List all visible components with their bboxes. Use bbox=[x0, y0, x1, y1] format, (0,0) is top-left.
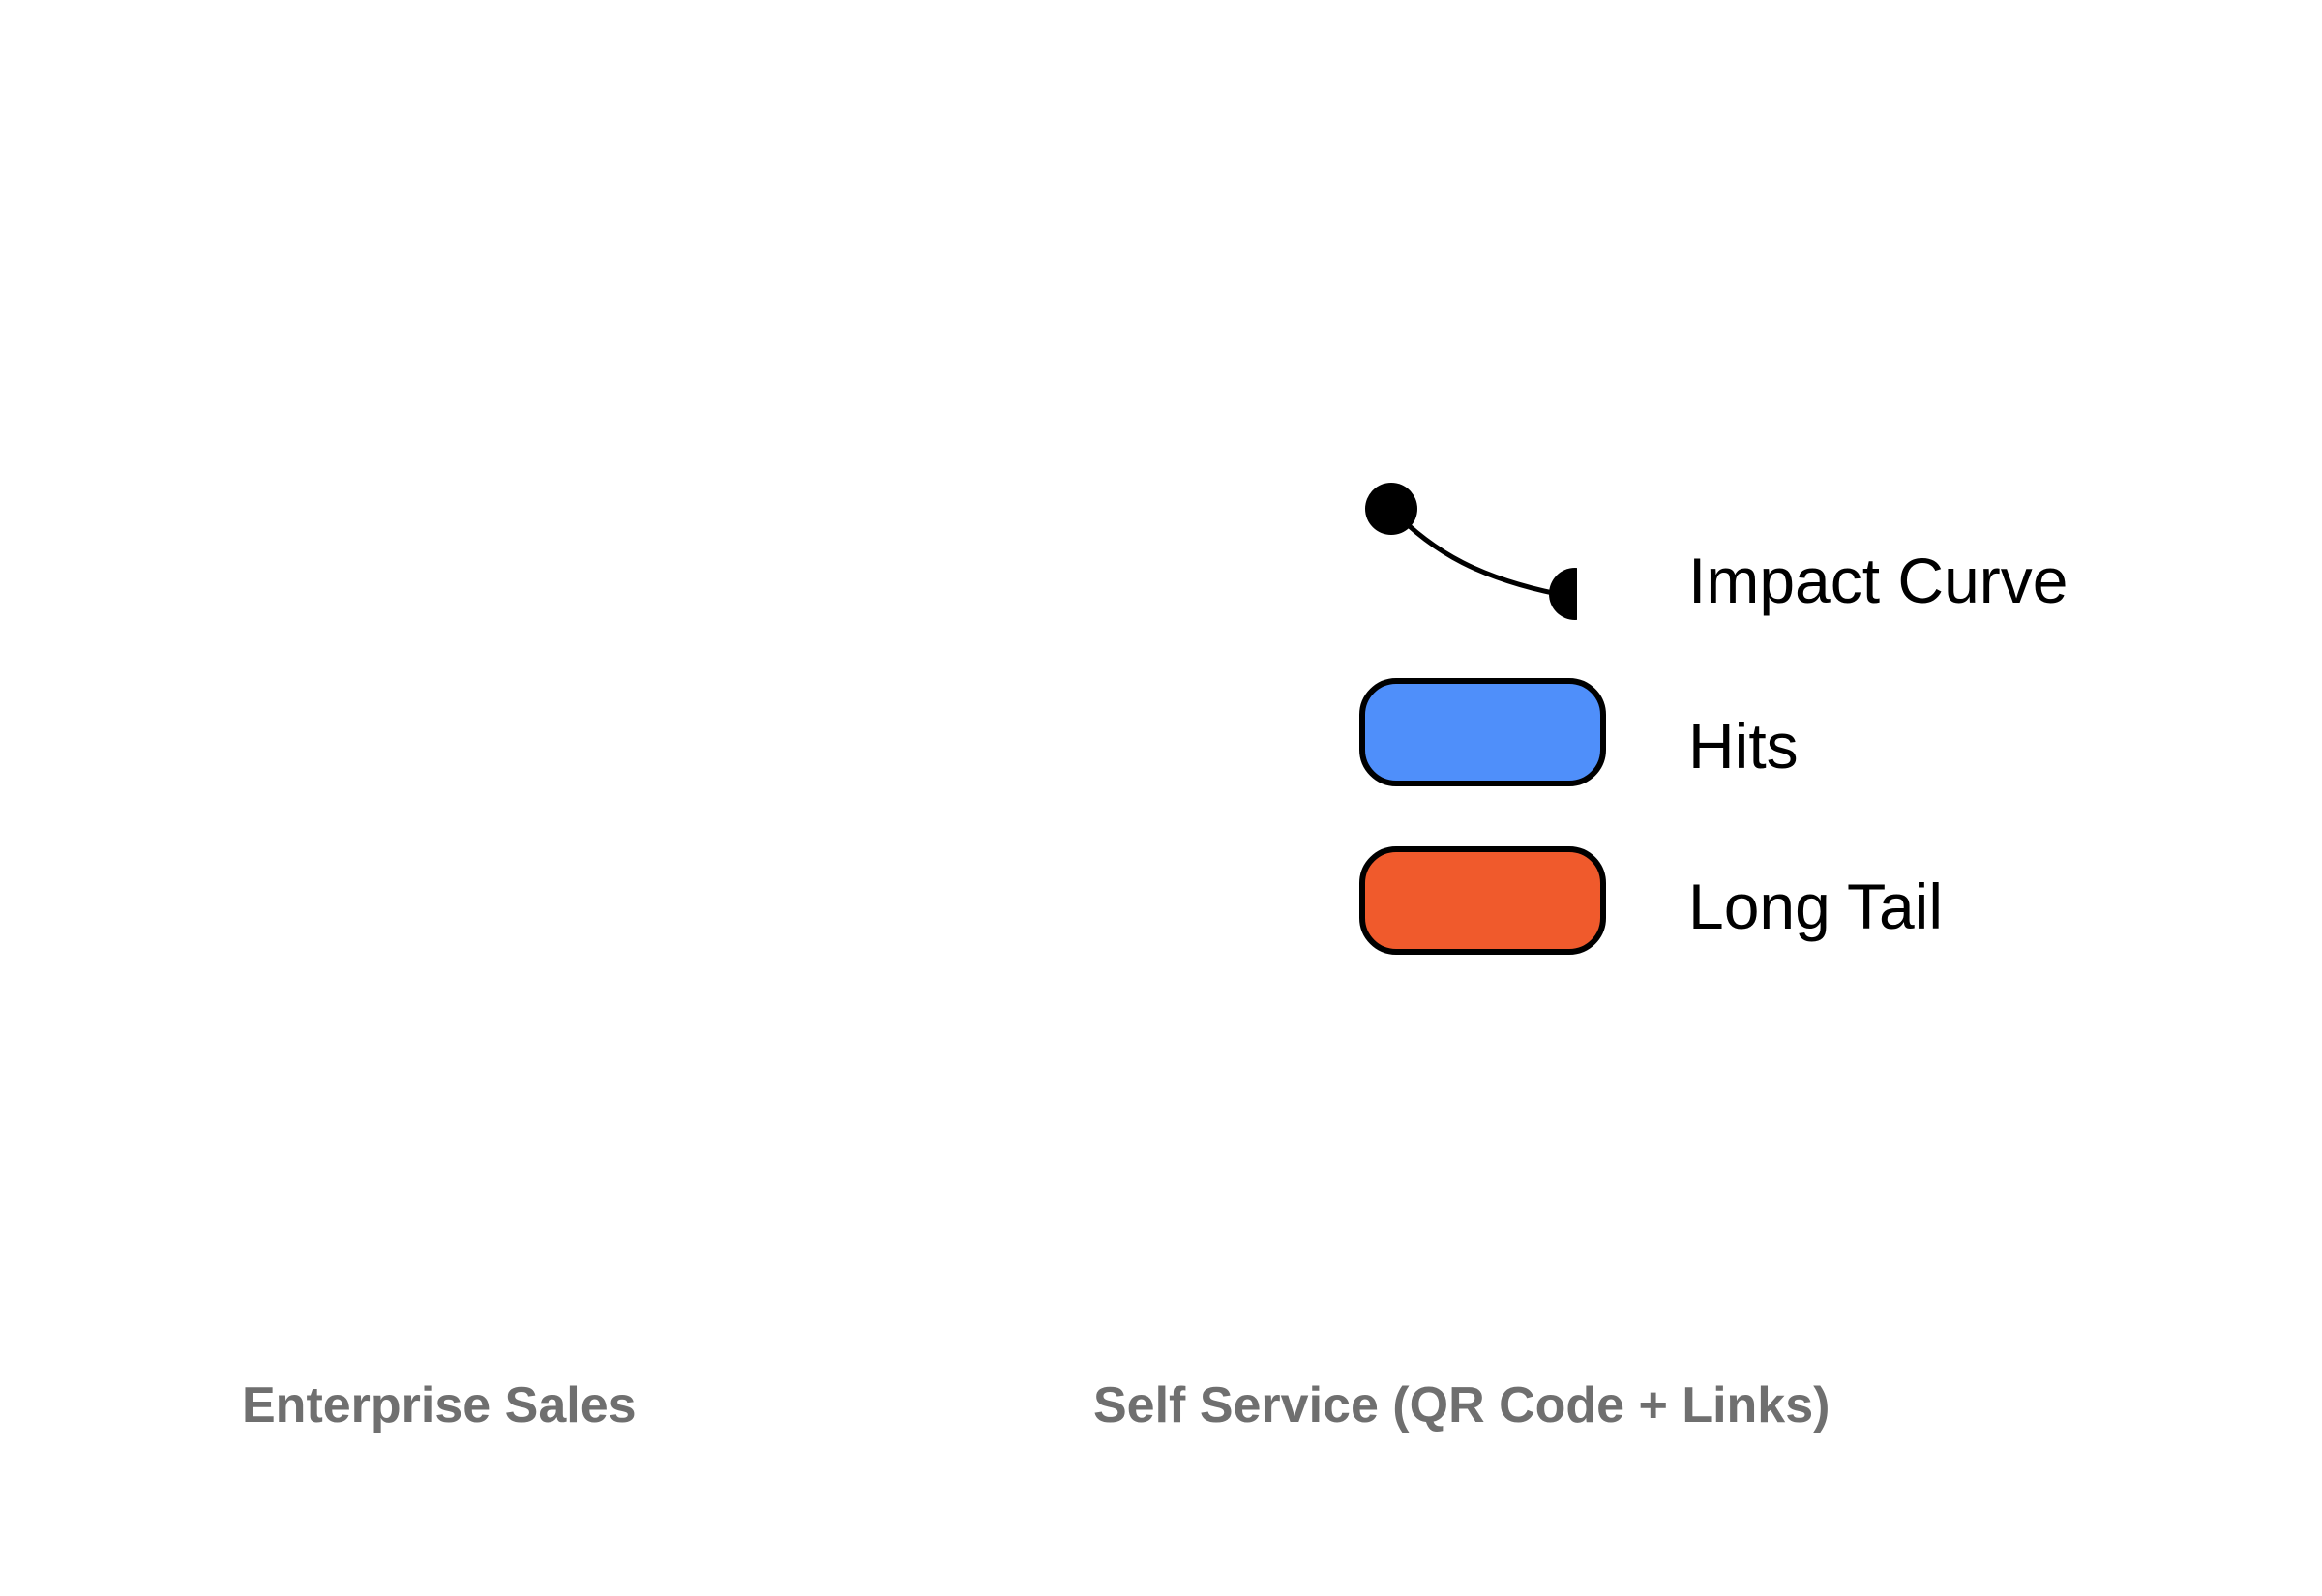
self-service-caption: Self Service (QR Code + Links) bbox=[1093, 1377, 1831, 1433]
impact-curve-legend-icon bbox=[1365, 483, 1577, 620]
impact-curve-line bbox=[1389, 507, 1573, 600]
long-tail-swatch bbox=[1359, 846, 1606, 955]
legend-label-hits: Hits bbox=[1688, 710, 1799, 782]
enterprise-sales-caption: Enterprise Sales bbox=[242, 1377, 637, 1433]
impact-curve-end-dot bbox=[1549, 568, 1577, 620]
legend-label-long-tail: Long Tail bbox=[1688, 871, 1944, 942]
legend-label-impact-curve: Impact Curve bbox=[1688, 545, 2069, 616]
impact-curve-start-dot bbox=[1365, 483, 1417, 535]
hits-swatch bbox=[1359, 678, 1606, 786]
